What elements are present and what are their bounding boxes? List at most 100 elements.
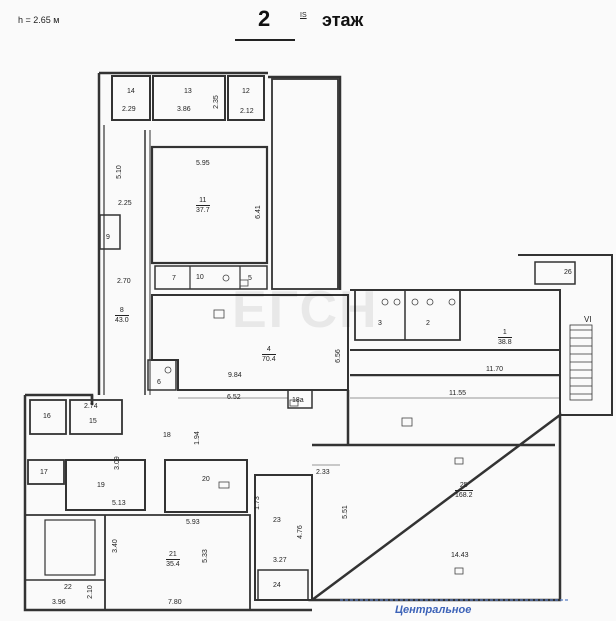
rooms-7-10-5-row [154, 265, 268, 290]
dim-14-43: 14.43 [451, 552, 469, 559]
ceiling-height-note: h = 2.65 м [18, 15, 60, 25]
room-13-outline [152, 75, 226, 121]
room-16-outline [29, 399, 67, 435]
dim-2-10: 2.10 [86, 585, 94, 599]
room-25-label: 25 168.2 [455, 481, 473, 500]
outer-wall-left-upper [90, 73, 101, 405]
room-15-outline [69, 399, 123, 435]
room-19-outline [65, 459, 146, 511]
room-12-outline [227, 75, 265, 121]
room-18a-outline [287, 389, 313, 409]
dim-9-84: 9.84 [228, 372, 242, 379]
room-25-id: 25 [455, 481, 473, 491]
room-18-label: 18 [163, 432, 171, 439]
dim-5-13: 5.13 [112, 500, 126, 507]
dim-2-74: 2.74 [84, 403, 98, 410]
room-17-outline [27, 459, 65, 485]
dim-2-33: 2.33 [316, 469, 330, 476]
watermark: ЕГСН [232, 281, 379, 339]
room-11-area: 37.7 [196, 207, 210, 214]
room-24-label: 24 [273, 582, 281, 589]
room-25-outline [308, 390, 562, 602]
dim-5-93: 5.93 [186, 519, 200, 526]
room-5-label: 5 [248, 275, 252, 282]
room-25-area: 168.2 [455, 492, 473, 499]
dim-3-40: 3.40 [111, 539, 119, 553]
dim-3-09: 3.09 [113, 456, 121, 470]
dim-3-27: 3.27 [273, 557, 287, 564]
room-18a-label: 18a [292, 397, 304, 404]
room-7-label: 7 [172, 275, 176, 282]
room-21-label: 21 35.4 [166, 550, 180, 569]
right-void [271, 78, 339, 290]
outer-wall-left-lower [23, 393, 312, 612]
room-20-outline [164, 459, 248, 513]
room-23-label: 23 [273, 517, 281, 524]
dim-2-25: 2.25 [118, 200, 132, 207]
room-VI-label: VI [584, 315, 592, 324]
room-4-id: 4 [262, 345, 276, 355]
room-6-outline [147, 359, 177, 391]
dim-4-76: 4.76 [296, 525, 304, 539]
room-20-label: 20 [202, 476, 210, 483]
room-8-area: 43.0 [115, 317, 129, 324]
dim-3-96: 3.96 [52, 599, 66, 606]
room-4-area: 70.4 [262, 356, 276, 363]
room-23-outline [254, 474, 313, 601]
dim-5-95: 5.95 [196, 160, 210, 167]
dim-2-12: 2.12 [240, 108, 254, 115]
room-19-label: 19 [97, 482, 105, 489]
room-21-id: 21 [166, 550, 180, 560]
dim-11-55: 11.55 [449, 390, 466, 397]
floor-word: этаж [322, 10, 364, 30]
dim-11-70: 11.70 [486, 366, 503, 373]
room-21-outline [25, 514, 251, 610]
room-4-label: 4 70.4 [262, 345, 276, 364]
room-14-label: 14 [127, 88, 135, 95]
room-26-label: 26 [564, 269, 572, 276]
lift-9-outline [99, 214, 121, 250]
room-14-outline [111, 75, 151, 121]
room-11-outline [150, 145, 269, 265]
room-10-label: 10 [196, 274, 204, 281]
room-21-inner-block [44, 519, 96, 576]
floor-mark: IS [300, 12, 307, 19]
dim-2-70: 2.70 [117, 278, 131, 285]
room-8-id: 8 [115, 306, 129, 316]
room-1-id: 1 [498, 328, 512, 338]
room-15-label: 15 [89, 418, 97, 425]
dim-1-73: 1.73 [253, 496, 261, 510]
dim-1-94: 1.94 [193, 431, 201, 445]
room-8-label: 8 43.0 [115, 306, 129, 325]
room-26-outline [534, 261, 576, 285]
dim-7-80: 7.80 [168, 599, 182, 606]
dim-2-29: 2.29 [122, 106, 136, 113]
room-3-label: 3 [378, 320, 382, 327]
floor-number-underline [235, 39, 295, 41]
room-12-label: 12 [242, 88, 250, 95]
stair-steps [569, 324, 593, 401]
room-1-label: 1 38.8 [498, 328, 512, 347]
room-17-label: 17 [40, 469, 48, 476]
room-2-label: 2 [426, 320, 430, 327]
room-22-label: 22 [64, 584, 72, 591]
dim-5-33: 5.33 [201, 549, 209, 563]
street-label: Центральное [395, 604, 472, 616]
room-11-label: 11 37.7 [196, 196, 210, 215]
dim-6-52: 6.52 [227, 394, 241, 401]
room-6-label: 6 [157, 379, 161, 386]
dim-5-51: 5.51 [341, 505, 349, 519]
dim-6-41: 6.41 [254, 205, 262, 219]
room-9-label: 9 [106, 234, 110, 241]
room-1-area: 38.8 [498, 339, 512, 346]
room-21-area: 35.4 [166, 561, 180, 568]
room-24-outline [257, 569, 309, 601]
dim-3-86: 3.86 [177, 106, 191, 113]
room-11-id: 11 [196, 196, 210, 206]
room-16-label: 16 [43, 413, 51, 420]
dim-5-10: 5.10 [115, 165, 123, 179]
dim-2-35: 2.35 [212, 95, 220, 109]
floor-number: 2 [258, 6, 271, 31]
annex-26-outline [518, 254, 613, 416]
